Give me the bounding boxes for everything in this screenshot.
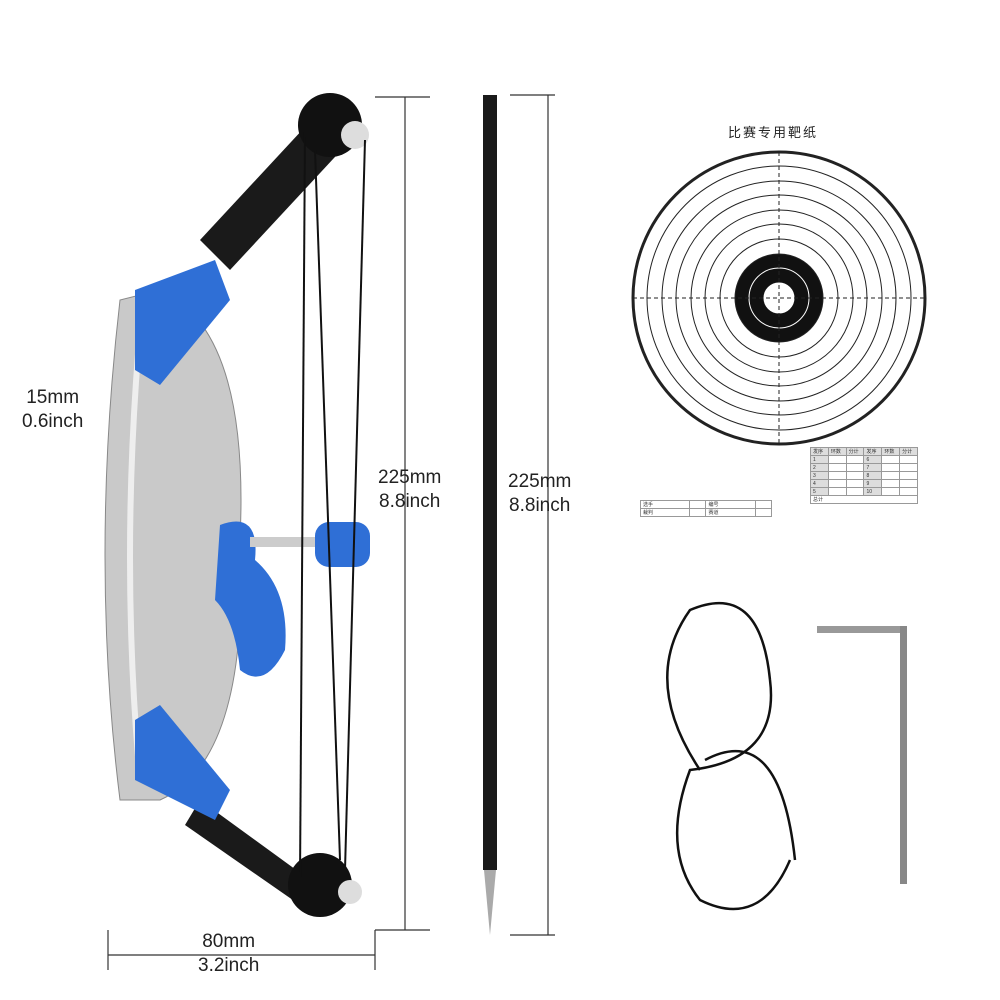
bow bbox=[104, 93, 370, 917]
bow-width-mm: 80mm bbox=[202, 931, 256, 952]
cell: 4 bbox=[810, 479, 829, 488]
stabilizer bbox=[315, 522, 370, 567]
target-face bbox=[631, 150, 927, 446]
bow-height-mm: 225mm bbox=[378, 467, 442, 488]
cell: 分计 bbox=[899, 447, 918, 456]
cell: 总计 bbox=[810, 495, 918, 504]
cell: 3 bbox=[810, 471, 829, 480]
hex-key bbox=[817, 626, 907, 884]
cell: 裁判 bbox=[639, 508, 691, 517]
bow-width-inch: 3.2inch bbox=[198, 955, 260, 976]
arrow-length-label: 225mm 8.8inch bbox=[508, 470, 571, 518]
limb-thickness-mm: 15mm bbox=[26, 387, 80, 408]
bow-width-label: 80mm 3.2inch bbox=[198, 930, 259, 978]
cell: 赛道 bbox=[705, 508, 756, 517]
upper-limb-pocket bbox=[135, 260, 230, 385]
cell: 8 bbox=[863, 471, 883, 480]
cell: 1 bbox=[810, 455, 829, 464]
cell: 环数 bbox=[827, 447, 847, 456]
bow-height-label: 225mm 8.8inch bbox=[378, 466, 441, 514]
limb-thickness-label: 15mm 0.6inch bbox=[22, 386, 83, 434]
dimension-lines bbox=[107, 94, 555, 970]
cell: 9 bbox=[863, 479, 883, 488]
cell: 10 bbox=[863, 487, 883, 496]
lower-limb bbox=[185, 800, 310, 905]
cell: 编号 bbox=[705, 500, 756, 509]
cell: 选手 bbox=[639, 500, 691, 509]
arrow-length-mm: 225mm bbox=[508, 471, 572, 492]
lower-cam bbox=[288, 853, 352, 917]
arrow-length-inch: 8.8inch bbox=[509, 495, 571, 516]
arrow bbox=[483, 95, 497, 935]
grip bbox=[215, 521, 286, 677]
bow-height-inch: 8.8inch bbox=[379, 491, 441, 512]
riser bbox=[104, 289, 242, 801]
limb-thickness-inch: 0.6inch bbox=[22, 411, 84, 432]
target-title: 比赛专用靶纸 bbox=[728, 126, 819, 141]
spare-string bbox=[666, 601, 797, 911]
cell: 6 bbox=[863, 455, 883, 464]
cell: 发序 bbox=[863, 447, 883, 456]
cell: 2 bbox=[810, 463, 829, 472]
cell: 分计 bbox=[845, 447, 865, 456]
bow-string bbox=[299, 129, 366, 881]
cell: 发序 bbox=[810, 447, 829, 456]
cell: 环数 bbox=[881, 447, 901, 456]
cell: 7 bbox=[863, 463, 883, 472]
cell: 5 bbox=[810, 487, 829, 496]
lower-limb-pocket bbox=[135, 705, 230, 820]
target-info-table: 选手 编号 裁判 赛道 bbox=[639, 500, 773, 517]
